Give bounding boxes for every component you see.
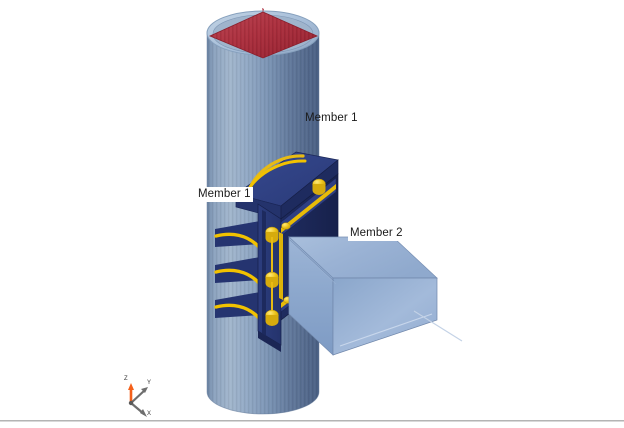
axis-y-line: [130, 389, 146, 404]
section-cut-facets: [210, 12, 317, 58]
viewport-bottom-border: [0, 420, 624, 421]
end-plate-margin: [262, 210, 266, 336]
beam-end-face: [332, 277, 438, 356]
axis-y-arrow: [141, 387, 148, 393]
axis-triad[interactable]: [128, 383, 148, 417]
axis-z-label: Z: [124, 376, 128, 382]
annotation-member2-beam: Member 2: [348, 226, 405, 241]
beam-inner-edge-highlight: [339, 313, 433, 347]
stiffener-plate-1: [214, 221, 260, 248]
weld-line-vertical: [279, 232, 283, 300]
column-outline: [206, 33, 320, 415]
bolt-4: [265, 309, 279, 327]
beam-corner-seam-2: [291, 242, 337, 285]
bolt-1: [312, 178, 326, 195]
viewport-bottom-border-highlight: [0, 421, 624, 422]
member2-beam[interactable]: [288, 236, 463, 356]
weld-line-upper-flange: [281, 184, 336, 233]
bolt-group[interactable]: [265, 178, 326, 327]
stiffener-plate-3: [214, 292, 260, 319]
stiffener-plate-2: [214, 257, 260, 284]
axis-y-label: Y: [147, 380, 152, 386]
axis-x-label: X: [147, 411, 152, 417]
annotation-member1-bracket: Member 1: [196, 187, 253, 202]
beam-corner-seam-1: [289, 239, 335, 282]
axis-x-arrow: [140, 409, 147, 417]
axis-origin-dot: [128, 400, 134, 406]
annotation-member1-column: Member 1: [305, 112, 358, 124]
beam-axis-guide-line: [413, 310, 463, 342]
bolt-5: [281, 222, 291, 230]
axis-z-arrow: [128, 383, 134, 390]
stiffener-plates[interactable]: [214, 221, 260, 319]
bracket-bottom-edge: [258, 331, 281, 352]
section-marker-apex: [262, 8, 264, 12]
